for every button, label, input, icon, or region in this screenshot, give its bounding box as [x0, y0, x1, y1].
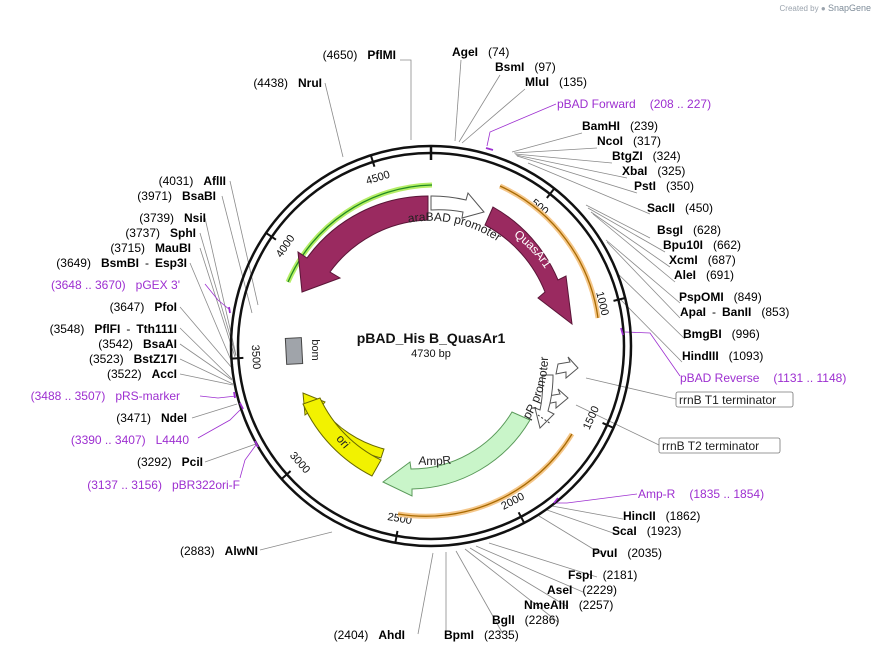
rrnb-t1-label: rrnB T1 terminator: [679, 393, 776, 407]
scale-tick: [517, 511, 526, 524]
arabad-promoter-arrow: [430, 191, 485, 219]
primer-labels: pBAD Forward(208 .. 227) pBAD Reverse(11…: [31, 97, 847, 501]
ampr-arrow: [382, 411, 531, 497]
primer-leader-lines: [197, 103, 681, 504]
enzyme-label-bmgbi: BmgBI(996): [683, 327, 760, 341]
primer-marks: [228, 147, 624, 504]
enzyme-label-scai: ScaI(1923): [612, 524, 681, 538]
enzyme-label-bsmi: BsmI(97): [495, 60, 556, 74]
enzyme-label-fspi: FspI(2181): [568, 568, 637, 582]
enzyme-label-ncoi: NcoI(317): [597, 134, 661, 148]
enzyme-label-alei: AleI(691): [674, 268, 734, 282]
enzyme-label-xcmi: XcmI(687): [669, 253, 736, 267]
scale-tick-label: 4500: [365, 169, 392, 188]
enzyme-label-nmeaiii: NmeAIII(2257): [524, 598, 613, 612]
scale-tick: [613, 297, 626, 302]
enzyme-label-psppomi: PspOMI(849): [679, 290, 762, 304]
ori-body: [302, 397, 382, 477]
enzyme-label-mlui: MluI(135): [525, 75, 587, 89]
enzyme-label-pflfi-tth111i: (3548)PflFI-Tth111I: [50, 322, 177, 336]
primer-label-l4440: (3390 .. 3407)L4440: [71, 433, 189, 447]
primer-label-prs-marker: (3488 .. 3507)pRS-marker: [31, 389, 180, 403]
enzyme-label-hindiii: HindIII(1093): [682, 349, 763, 363]
enzyme-label-sphi: (3737)SphI: [125, 226, 196, 240]
credit-prefix: Created by: [779, 4, 819, 13]
enzyme-label-bsmbi-esp3i: (3649)BsmBI-Esp3I: [56, 256, 187, 270]
enzyme-label-hincii: HincII(1862): [623, 509, 700, 523]
snapgene-logo-icon: ●: [820, 4, 826, 13]
enzyme-label-psti: PstI(350): [634, 179, 694, 193]
enzyme-label-bpu10i: Bpu10I(662): [663, 238, 741, 252]
enzyme-label-nrui: (4438)NruI: [253, 76, 322, 90]
primer-label-pbr322ori-f: (3137 .. 3156)pBR322ori-F: [87, 478, 240, 492]
enzyme-label-agei: AgeI(74): [452, 45, 509, 59]
enzyme-label-bsgi: BsgI(628): [657, 223, 721, 237]
enzyme-label-pflmi: (4650)PflMI: [323, 48, 396, 62]
enzyme-label-bsabi: (3971)BsaBI: [137, 189, 216, 203]
primer-label-pgex-3: (3648 .. 3670)pGEX 3': [51, 278, 180, 292]
ampr-label: AmpR: [418, 453, 452, 468]
enzyme-label-btgzi: BtgZI(324): [612, 149, 681, 163]
bom-label: bom: [309, 339, 321, 360]
scale-tick-label: 4000: [274, 233, 298, 260]
enzyme-label-pfoi: (3647)PfoI: [110, 300, 177, 314]
scale-tick: [280, 470, 292, 480]
enzyme-label-bsaai: (3542)BsaAI: [98, 337, 177, 351]
scale-tick-label: 3500: [249, 344, 263, 369]
enzyme-label-pvui: PvuI(2035): [592, 546, 662, 560]
quasar1-arrow: [484, 206, 573, 326]
ampr-highlight-line: [397, 433, 573, 517]
enzyme-label-bpmi: BpmI(2335): [444, 628, 519, 642]
enzyme-label-ahdi: (2404)AhdI: [334, 628, 405, 642]
ampr-promoter-arrow: [534, 374, 555, 429]
snapgene-credit: Created by ● SnapGene: [780, 3, 872, 13]
bom-box: [284, 337, 304, 365]
primer-label-pbad-reverse: pBAD Reverse(1131 .. 1148): [680, 371, 846, 385]
enzyme-labels: AgeI(74) BsmI(97) MluI(135) BamHI(239) N…: [50, 45, 790, 642]
scale-tick-label: 1500: [581, 404, 602, 431]
scale-tick: [369, 154, 376, 168]
rrnb-t1-arrow: [555, 356, 579, 380]
primer-label-amp-r: Amp-R(1835 .. 1854): [638, 487, 764, 501]
enzyme-label-aflii: (4031)AflII: [159, 174, 226, 188]
rrnb-t2-label: rrnB T2 terminator: [662, 439, 759, 453]
rrnb-t2-box: [658, 437, 781, 454]
enzyme-label-ndei: (3471)NdeI: [116, 411, 187, 425]
enzyme-label-maubi: (3715)MauBI: [110, 241, 191, 255]
scale-tick: [394, 530, 399, 543]
scale-tick: [231, 356, 244, 360]
ampr-label-text: AmpR: [418, 453, 452, 468]
scale-tick: [265, 232, 277, 241]
leader-lines: [179, 59, 686, 635]
enzyme-label-acci: (3522)AccI: [107, 367, 177, 381]
enzyme-label-alwni: (2883)AlwNI: [180, 544, 258, 558]
enzyme-label-bgli: BglI(2286): [492, 613, 559, 627]
enzyme-label-xbai: XbaI(325): [622, 164, 685, 178]
plasmid-size: 4730 bp: [411, 348, 451, 360]
scale-tick: [546, 187, 556, 199]
quasar1-highlight-line: [499, 185, 599, 319]
enzyme-label-apai-banii: ApaI-BanII(853): [680, 305, 789, 319]
ampr-promoter-marker: [537, 414, 552, 425]
scale-tick: [602, 422, 614, 429]
credit-brand: SnapGene: [827, 3, 871, 13]
enzyme-label-bstz17i: (3523)BstZ17I: [89, 352, 177, 366]
enzyme-label-asei: AseI(2229): [547, 583, 617, 597]
enzyme-label-sacii: SacII(450): [647, 201, 713, 215]
primer-label-pbad-forward: pBAD Forward(208 .. 227): [557, 97, 711, 111]
enzyme-label-nsii: (3739)NsiI: [139, 211, 206, 225]
rrnb-t1-box: [675, 391, 794, 408]
arac-arrow: [297, 195, 429, 293]
plasmid-name: pBAD_His B_QuasAr1: [357, 330, 506, 346]
enzyme-label-bamhi: BamHI(239): [582, 119, 658, 133]
enzyme-label-pcii: (3292)PciI: [137, 455, 203, 469]
